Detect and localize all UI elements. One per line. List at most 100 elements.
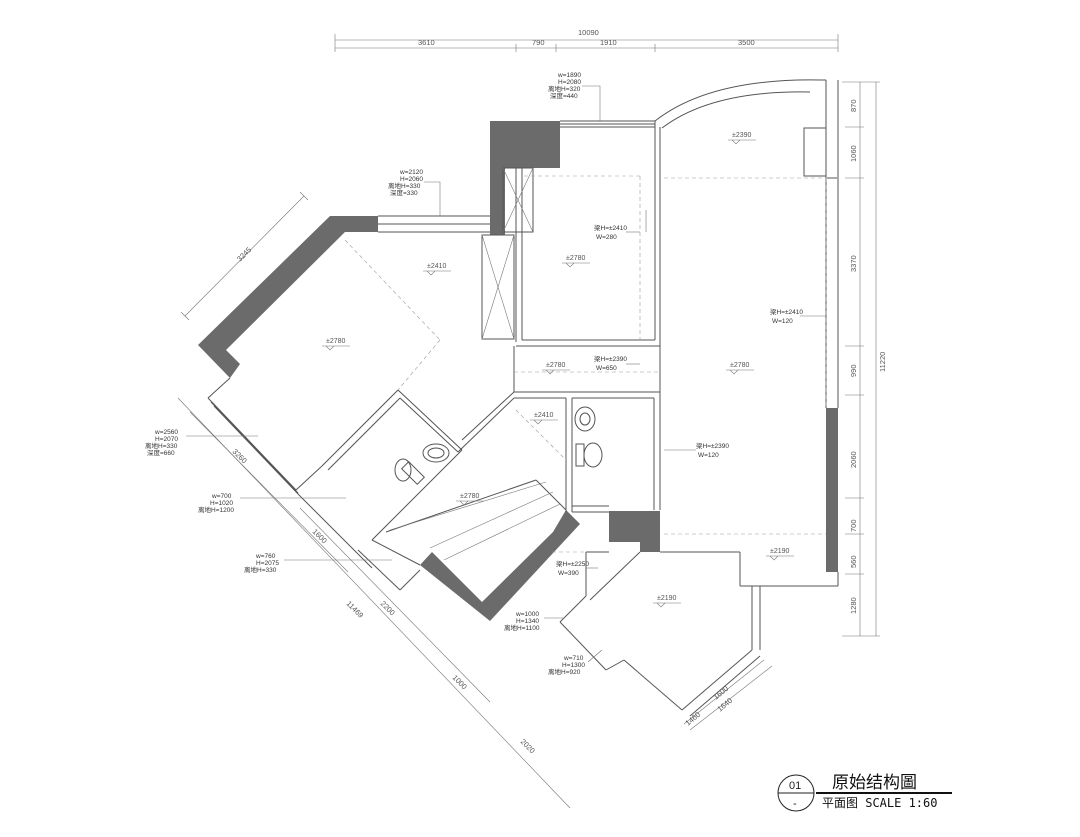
window-annotations: w=1890 H=2080 离地H=320 深度=440 w=2120 H=20…	[145, 72, 603, 676]
svg-text:±2190: ±2190	[657, 595, 677, 602]
svg-text:±2390: ±2390	[732, 132, 752, 139]
dim-total-right: 11220	[878, 352, 887, 372]
svg-text:H=2070: H=2070	[155, 436, 178, 443]
svg-text:±2780: ±2780	[730, 362, 750, 369]
svg-text:离地H=1200: 离地H=1200	[198, 505, 234, 514]
svg-text:±2410: ±2410	[427, 263, 447, 270]
level-mark: ±2780	[542, 362, 570, 375]
window-note: w=760 H=2075 离地H=330	[244, 553, 392, 574]
drawing-subtitle: 平面图 SCALE 1:60	[822, 796, 937, 810]
svg-text:梁H=±2390: 梁H=±2390	[696, 441, 729, 450]
svg-text:H=2080: H=2080	[558, 79, 581, 86]
beam-note: 梁H=±2250 W=390	[556, 559, 598, 577]
level-mark: ±2780	[562, 255, 590, 268]
drawing-title: 原始结构圖	[832, 773, 917, 793]
structural-columns	[198, 121, 838, 621]
dim-right-8: 1280	[849, 597, 858, 614]
dim-diag-4: 2200	[379, 599, 397, 617]
top-dimension-chain: 10090 3610 790 1910 3500	[334, 28, 839, 52]
svg-text:±2780: ±2780	[326, 338, 346, 345]
svg-text:w=760: w=760	[255, 553, 276, 560]
beam-annotations: 梁H=±2410 W=280 梁H=±2410 W=120 梁H=±2390 W…	[556, 210, 826, 577]
svg-text:H=2075: H=2075	[256, 560, 279, 567]
svg-text:H=2060: H=2060	[400, 176, 423, 183]
window-note: w=700 H=1020 离地H=1200	[198, 493, 346, 514]
beam-lines	[344, 175, 827, 553]
windows	[210, 123, 837, 494]
svg-text:±2190: ±2190	[770, 548, 790, 555]
dim-right-5: 2060	[849, 451, 858, 468]
svg-text:离地H=330: 离地H=330	[388, 181, 421, 190]
level-marks: ±2390 ±2410 ±2780 ±2780 ±2780 ±2780 ±241…	[322, 132, 794, 608]
dim-right-4: 990	[849, 364, 858, 377]
dim-diag-6: 1000	[451, 673, 469, 691]
level-mark: ±2390	[728, 132, 756, 145]
svg-text:离地H=1100: 离地H=1100	[504, 623, 540, 632]
dim-diag-3: 1600	[311, 527, 329, 545]
level-mark: ±2780	[456, 493, 484, 506]
window-note: w=710 H=1300 离地H=920	[548, 649, 603, 676]
outer-walls	[207, 79, 839, 717]
svg-text:离地H=320: 离地H=320	[548, 84, 581, 93]
window-note: w=1890 H=2080 离地H=320 深度=440	[548, 72, 601, 121]
svg-text:±2410: ±2410	[534, 412, 554, 419]
window-note: w=2560 H=2070 离地H=330 深度=660	[145, 429, 258, 457]
level-mark: ±2410	[423, 263, 451, 276]
left-diagonal-dimensions: 3245 3260 1600 2200 11469 1000 2020	[177, 191, 571, 809]
svg-text:w=1890: w=1890	[557, 72, 581, 79]
dim-top-4: 3500	[738, 38, 755, 47]
svg-text:W=650: W=650	[596, 365, 617, 372]
svg-text:离地H=330: 离地H=330	[145, 441, 178, 450]
svg-text:w=710: w=710	[563, 655, 584, 662]
svg-text:梁H=±2250: 梁H=±2250	[556, 559, 589, 568]
svg-text:w=1000: w=1000	[515, 611, 539, 618]
dim-br-c: 1460	[684, 710, 703, 728]
sink-icon	[574, 406, 596, 432]
toilet-1-icon	[394, 443, 450, 486]
dim-diag-2: 3260	[231, 447, 249, 465]
svg-text:W=280: W=280	[596, 234, 617, 241]
toilet-2-icon	[575, 442, 603, 468]
dim-right-7: 560	[849, 555, 858, 568]
svg-text:W=120: W=120	[698, 452, 719, 459]
interior-walls	[321, 121, 740, 601]
svg-text:离地H=330: 离地H=330	[244, 565, 277, 574]
title-block: 01 - 原始结构圖 平面图 SCALE 1:60	[777, 773, 952, 812]
dim-diag-1: 3245	[235, 245, 253, 263]
beam-note: 梁H=±2390 W=650	[594, 354, 640, 372]
level-mark: ±2190	[653, 595, 681, 608]
fixtures	[394, 406, 603, 486]
svg-text:±2780: ±2780	[566, 255, 586, 262]
svg-text:深度=330: 深度=330	[390, 188, 418, 197]
svg-text:梁H=±2390: 梁H=±2390	[594, 354, 627, 363]
svg-text:W=120: W=120	[772, 318, 793, 325]
beam-note: 梁H=±2390 W=120	[664, 441, 729, 459]
drawing-number: 01	[789, 780, 801, 792]
svg-text:±2780: ±2780	[460, 493, 480, 500]
svg-text:H=1340: H=1340	[516, 618, 539, 625]
dim-diag-7: 2020	[519, 737, 537, 755]
beam-note: 梁H=±2410 W=280	[594, 210, 647, 241]
level-mark: ±2190	[766, 548, 794, 561]
dim-right-1: 870	[849, 99, 858, 112]
level-mark: ±2410	[530, 412, 558, 425]
dim-top-2: 790	[532, 38, 545, 47]
svg-text:±2780: ±2780	[546, 362, 566, 369]
dim-diag-5: 11469	[345, 599, 366, 620]
svg-text:离地H=920: 离地H=920	[548, 667, 581, 676]
level-mark: ±2780	[726, 362, 754, 375]
svg-text:H=1020: H=1020	[210, 500, 233, 507]
window-note: w=2120 H=2060 离地H=330 深度=330	[388, 169, 441, 216]
drawing-dash: -	[793, 798, 797, 810]
window-note: w=1000 H=1340 离地H=1100	[504, 611, 564, 632]
dim-total-top: 10090	[578, 28, 599, 37]
svg-text:w=2120: w=2120	[399, 169, 423, 176]
svg-text:W=390: W=390	[558, 570, 579, 577]
dim-right-6: 700	[849, 519, 858, 532]
beam-note: 梁H=±2410 W=120	[770, 307, 826, 325]
level-mark: ±2780	[322, 338, 350, 351]
dim-top-1: 3610	[418, 38, 435, 47]
svg-text:w=700: w=700	[211, 493, 232, 500]
svg-text:w=2560: w=2560	[154, 429, 178, 436]
